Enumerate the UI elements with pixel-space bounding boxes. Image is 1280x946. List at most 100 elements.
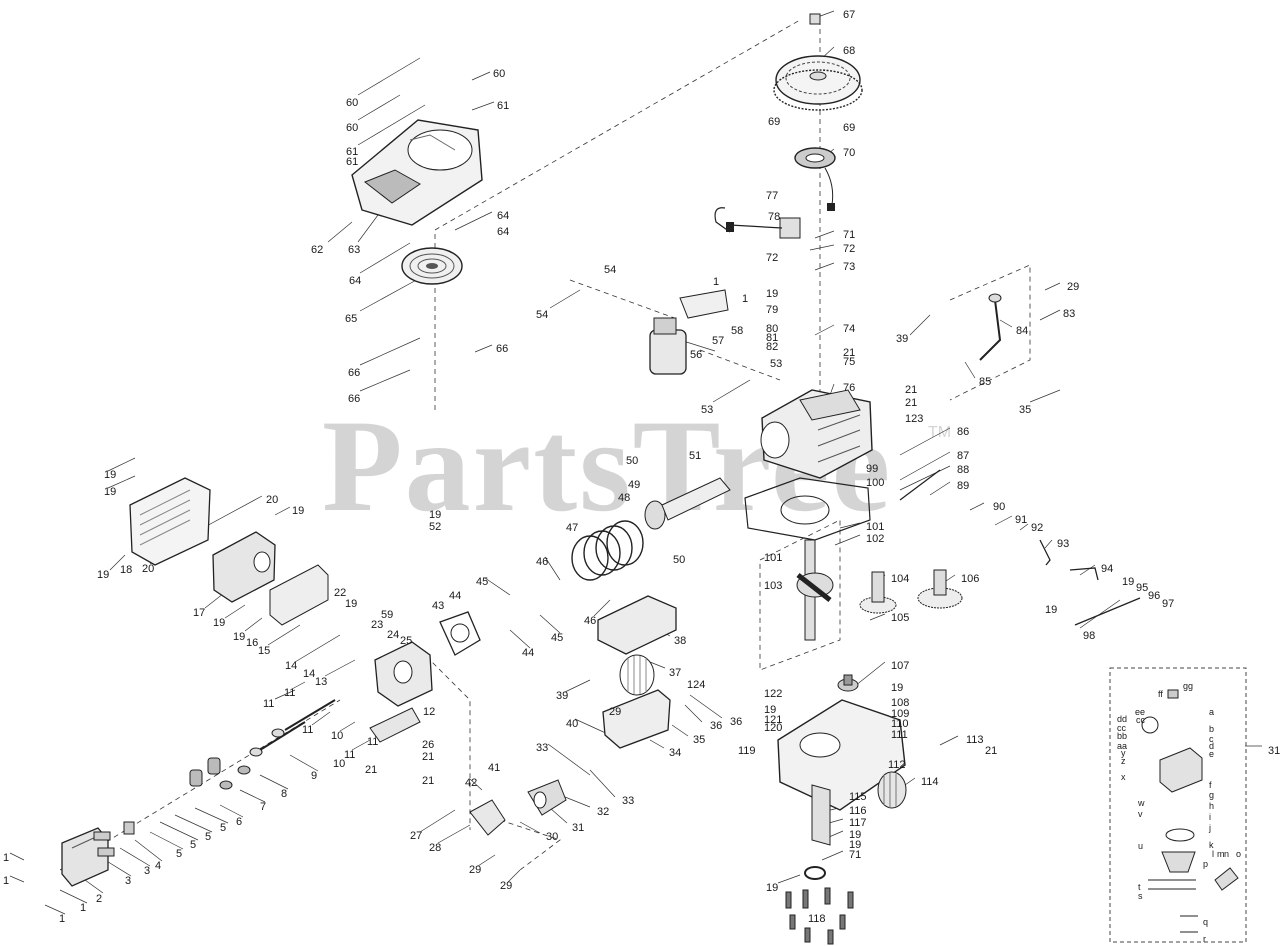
part-callout: 104 xyxy=(891,573,909,585)
part-callout: 25 xyxy=(400,635,412,647)
part-callout: 41 xyxy=(488,762,500,774)
inset-part-callout: a xyxy=(1209,707,1214,717)
part-callout: 19 xyxy=(104,469,116,481)
part-callout: 20 xyxy=(142,563,154,575)
inset-part-callout: l xyxy=(1212,849,1214,859)
part-callout: 29 xyxy=(1067,281,1079,293)
part-callout: 11 xyxy=(302,724,313,736)
part-callout: 19 xyxy=(1045,604,1057,616)
part-callout: 73 xyxy=(843,261,855,273)
part-callout: 61 xyxy=(346,156,358,168)
part-callout: 33 xyxy=(622,795,634,807)
part-callout: 72 xyxy=(766,252,778,264)
part-callout: 119 xyxy=(738,745,756,757)
part-callout: 5 xyxy=(190,839,196,851)
part-callout: 48 xyxy=(618,492,630,504)
part-callout: 10 xyxy=(333,758,345,770)
part-callout: 3 xyxy=(125,875,131,887)
part-callout: 11 xyxy=(344,749,355,761)
part-callout: 29 xyxy=(609,706,621,718)
exhaust-bracket xyxy=(269,564,329,626)
part-callout: 13 xyxy=(315,676,327,688)
part-callout: 12 xyxy=(423,706,435,718)
part-callout: 11 xyxy=(284,687,295,699)
part-callout: 102 xyxy=(866,533,884,545)
part-callout: 116 xyxy=(849,805,867,817)
part-callout: 115 xyxy=(849,791,867,803)
part-callout: 109 xyxy=(891,708,909,720)
part-callout: 46 xyxy=(536,556,548,568)
part-callout: 36 xyxy=(710,720,722,732)
head-gasket-2 xyxy=(439,611,481,656)
part-callout: 29 xyxy=(469,864,481,876)
part-callout: 112 xyxy=(888,759,906,771)
inset-part-callout: w xyxy=(1137,798,1145,808)
part-callout: 101 xyxy=(764,552,782,564)
part-callout: 70 xyxy=(843,147,855,159)
part-callout: 22 xyxy=(334,587,346,599)
part-callout: 99 xyxy=(866,463,878,475)
part-callout: 43 xyxy=(432,600,444,612)
part-callout: 105 xyxy=(891,612,909,624)
part-callout: 31 xyxy=(572,822,584,834)
part-callout: 21 xyxy=(365,764,377,776)
part-callout: 57 xyxy=(712,335,724,347)
oil-sump xyxy=(777,699,906,846)
part-callout: 19 xyxy=(849,829,861,841)
part-callout: 1 xyxy=(59,913,65,925)
part-callout: 27 xyxy=(410,830,422,842)
part-callout: 17 xyxy=(193,607,205,619)
part-callout: 89 xyxy=(957,480,969,492)
part-callout: 91 xyxy=(1015,514,1027,526)
part-callout: 75 xyxy=(843,356,855,368)
part-callout: 88 xyxy=(957,464,969,476)
part-callout: 44 xyxy=(449,590,461,602)
part-callout: 53 xyxy=(770,358,782,370)
part-callout: 42 xyxy=(465,777,477,789)
part-callout: 56 xyxy=(690,349,702,361)
inset-part-callout: x xyxy=(1121,772,1126,782)
part-callout: 46 xyxy=(584,615,596,627)
valve-cover xyxy=(369,707,421,743)
part-callout: 19 xyxy=(1122,576,1134,588)
part-callout: 11 xyxy=(263,698,274,710)
part-callout: 29 xyxy=(500,880,512,892)
part-callout: 65 xyxy=(345,313,357,325)
part-callout: 69 xyxy=(843,122,855,134)
leader-lines xyxy=(9,10,1262,915)
inset-part-callout: ff xyxy=(1158,689,1163,699)
part-callout: 124 xyxy=(687,679,705,691)
starter-motor xyxy=(649,289,729,375)
inset-part-callout: k xyxy=(1209,840,1214,850)
part-callout: 19 xyxy=(292,505,304,517)
part-callout: 1 xyxy=(3,875,9,887)
inset-part-callout: cc xyxy=(1117,723,1127,733)
part-callout: 45 xyxy=(476,576,488,588)
part-callout: 19 xyxy=(891,682,903,694)
part-callout: 82 xyxy=(766,341,778,353)
inset-part-callout: f xyxy=(1209,780,1212,790)
part-callout: 76 xyxy=(843,382,855,394)
inset-part-callout: h xyxy=(1209,801,1214,811)
part-callout: 1 xyxy=(80,902,86,914)
inset-part-callout: s xyxy=(1138,891,1143,901)
muffler xyxy=(212,531,276,603)
inset-part-callout: u xyxy=(1138,841,1143,851)
part-callout: 59 xyxy=(381,609,393,621)
flywheel xyxy=(773,55,863,111)
governor-linkage xyxy=(899,469,1141,626)
part-callout: 4 xyxy=(155,860,161,872)
part-callout: 39 xyxy=(896,333,908,345)
part-callout: 78 xyxy=(768,211,780,223)
oil-filter xyxy=(877,771,907,809)
part-callout: 85 xyxy=(979,376,991,388)
part-callout: 94 xyxy=(1101,563,1113,575)
part-callout: 21 xyxy=(843,347,855,359)
inset-part-callout: z xyxy=(1121,756,1126,766)
part-callout: 19 xyxy=(766,882,778,894)
blower-housing xyxy=(351,119,483,226)
part-callout: 61 xyxy=(497,100,509,112)
air-cleaner-base xyxy=(602,689,671,749)
part-callout: 52 xyxy=(429,521,441,533)
part-callout: 54 xyxy=(536,309,548,321)
